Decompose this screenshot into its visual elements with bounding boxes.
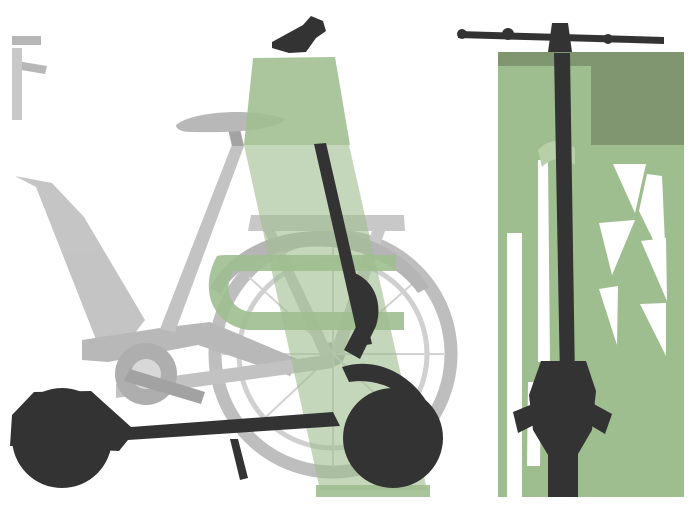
front-rack-left-slot [507, 233, 522, 497]
bike-downtube [15, 176, 145, 342]
front-handle-grip-left [502, 28, 514, 40]
bike-head-tube [12, 48, 22, 120]
side-rack-base [316, 485, 430, 497]
scooter-front-wheel [343, 388, 443, 488]
front-handle-grip-end [457, 29, 467, 39]
front-handle-grip-right [603, 34, 613, 44]
front-scooter-handlebar-center [548, 23, 572, 52]
side-rack-top [244, 57, 350, 145]
scooter-handlebar-top [272, 16, 326, 53]
scooter-kickstand [230, 439, 248, 480]
scooter-rear-wheel [12, 388, 112, 488]
front-rack-cap [498, 52, 684, 65]
